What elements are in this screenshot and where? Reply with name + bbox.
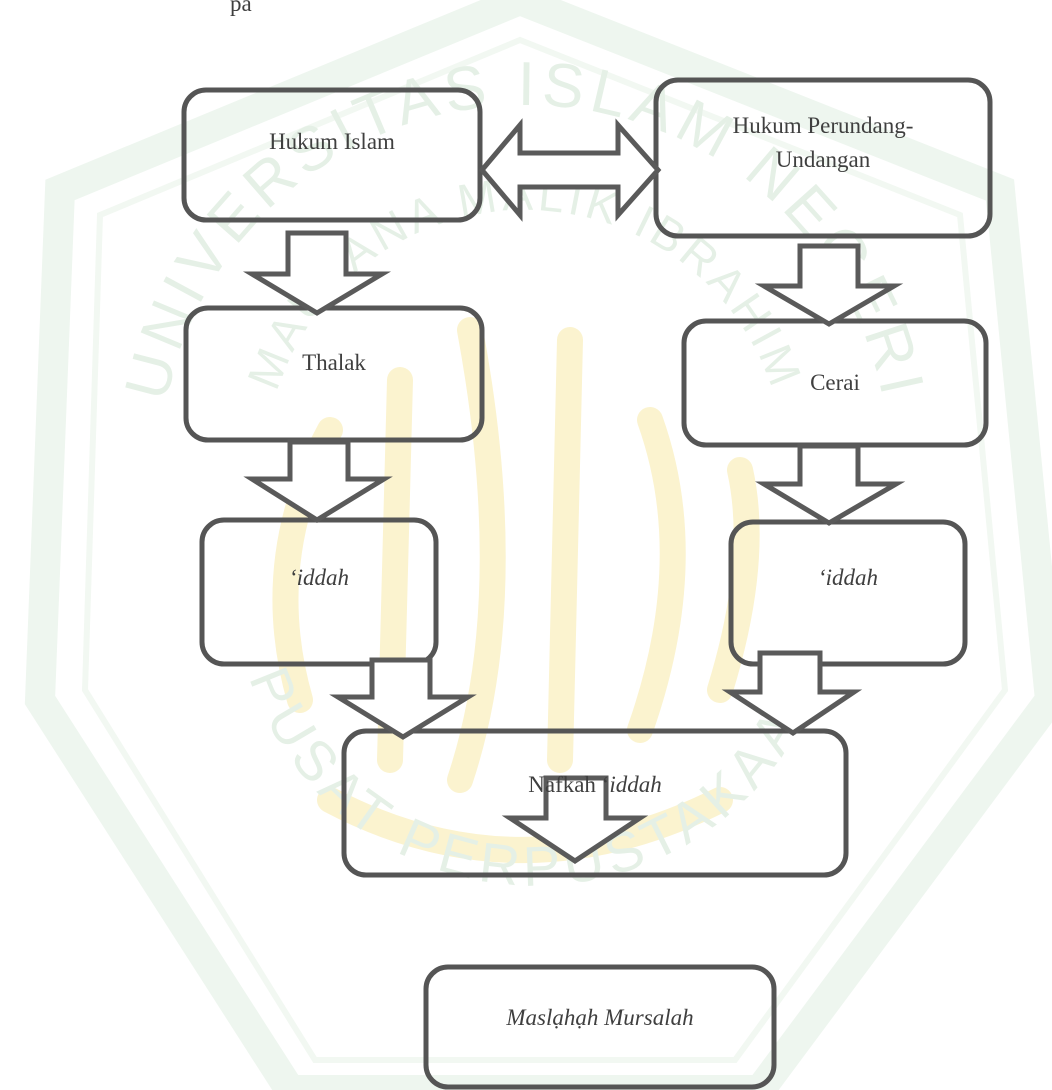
previous-line-fragment: pa [230, 0, 252, 16]
label-hukum-perundang: Hukum Perundang- Undangan [656, 96, 990, 190]
label-hukum-islam: Hukum Islam [269, 129, 395, 154]
arrow-down-icon [754, 243, 904, 327]
watermark-inner-polygon [81, 36, 1009, 1063]
label-thalak: Thalak [302, 350, 366, 375]
watermark-polygon [24, 0, 1052, 1090]
label-iddah-right: ‘iddah [817, 565, 879, 590]
box-iddah-right [728, 519, 968, 667]
arrow-down-icon [501, 775, 649, 864]
double-arrow-icon [478, 118, 662, 222]
label-hukum-perundang-line2: Undangan [775, 147, 871, 172]
arrow-down-icon [721, 650, 863, 736]
label-maslahah-mursalah: Maslạhạh Mursalah [506, 1005, 694, 1030]
label-hukum-perundang-line1: Hukum Perundang- [732, 113, 914, 138]
box-nafkah-iddah [341, 728, 849, 878]
box-hukum-islam [181, 87, 483, 223]
arrow-down-icon [243, 439, 393, 523]
label-nafkah-iddah: Nafkah ‘iddah [344, 752, 846, 818]
arrow-down-icon [242, 230, 392, 316]
box-maslahah-mursalah [423, 964, 777, 1090]
label-iddah-left: ‘iddah [288, 565, 350, 590]
box-hukum-perundang [653, 77, 993, 239]
arrow-down-icon [754, 443, 906, 526]
arrow-down-icon [329, 657, 477, 740]
label-cerai: Cerai [810, 370, 860, 395]
label-nafkah-prefix: Nafkah ‘ [528, 772, 610, 797]
label-nafkah-italic: iddah [609, 772, 662, 797]
